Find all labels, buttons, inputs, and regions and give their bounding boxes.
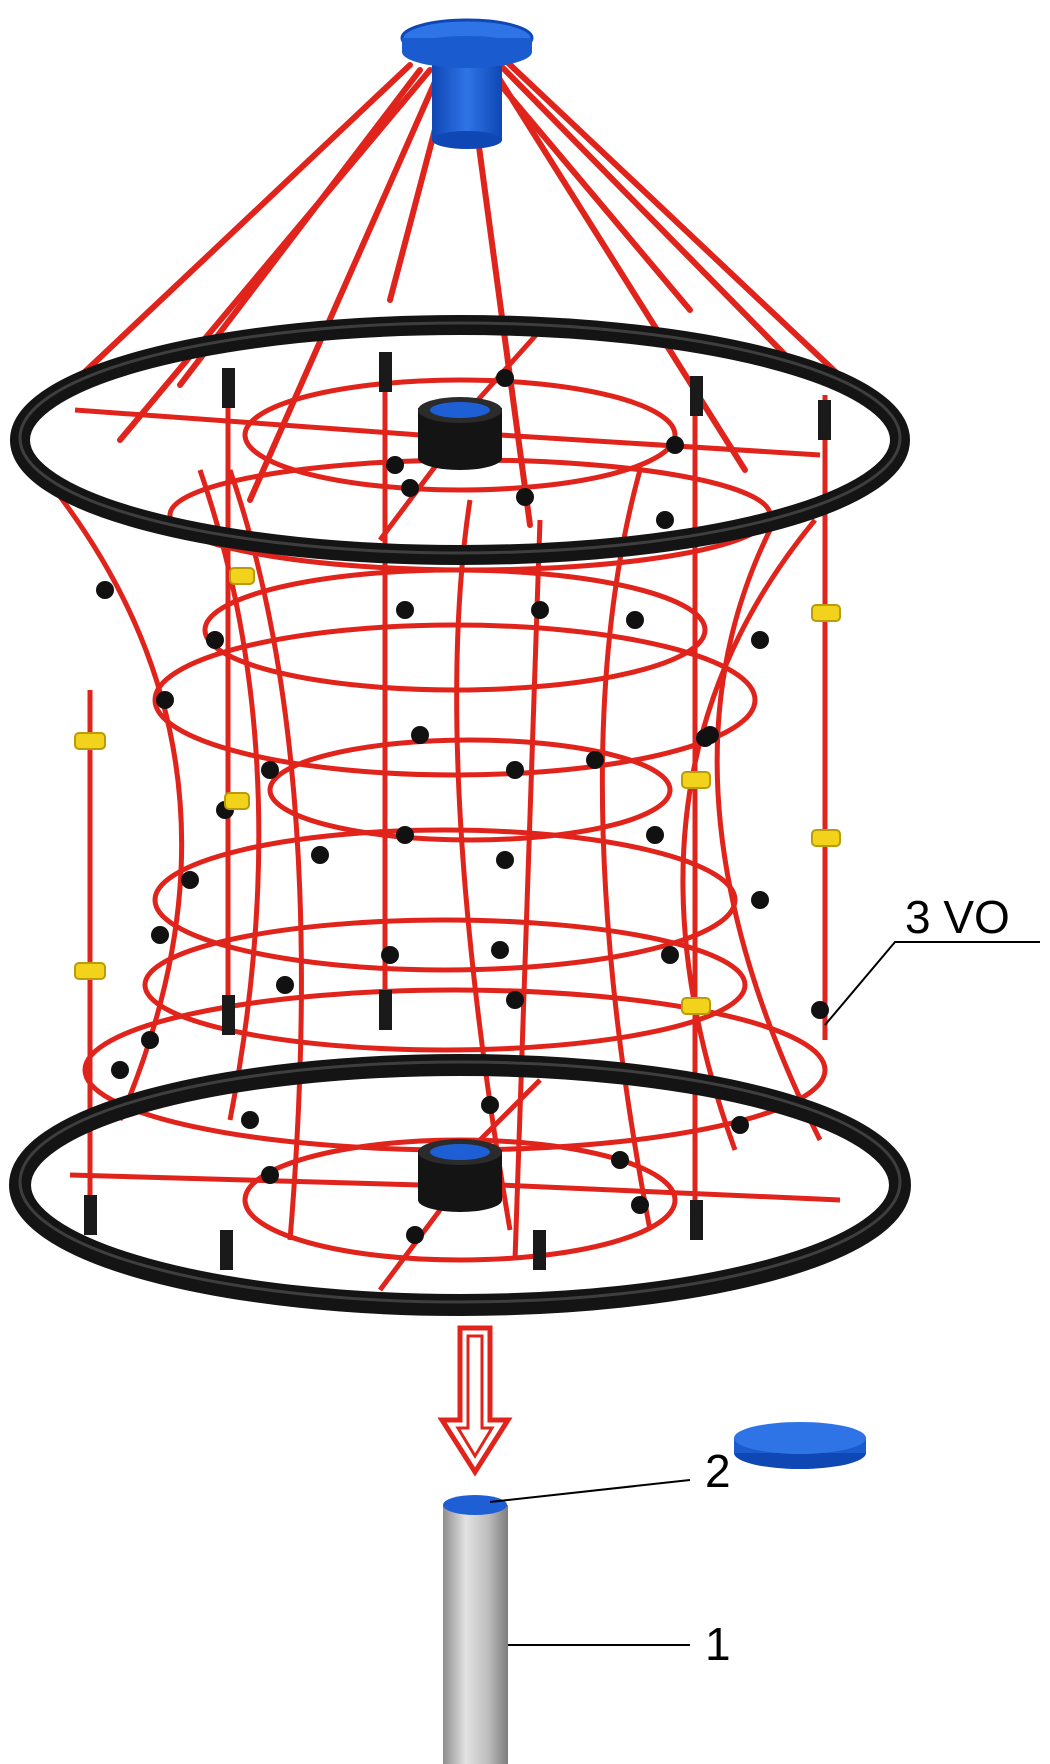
upper-center-hub [418,397,502,470]
callout-label-3-vo: 3 VO [905,891,1010,943]
rope-knots [96,369,829,1244]
post [443,1495,508,1764]
top-hub [400,18,534,149]
loose-cap [734,1422,866,1469]
down-arrow [437,1325,513,1477]
net-rings [82,377,828,1263]
callout-label-2: 2 [705,1445,731,1497]
yellow-clamps [74,567,841,1015]
callout-leaders [489,941,1040,1646]
callout-label-1: 1 [705,1618,731,1670]
diagonal-ropes [53,469,823,1241]
rope-sleeves [84,352,831,1270]
vertical-ropes [87,355,828,1261]
lower-spokes [69,1078,841,1292]
guy-ropes [52,57,863,528]
lower-center-hub [418,1139,502,1212]
